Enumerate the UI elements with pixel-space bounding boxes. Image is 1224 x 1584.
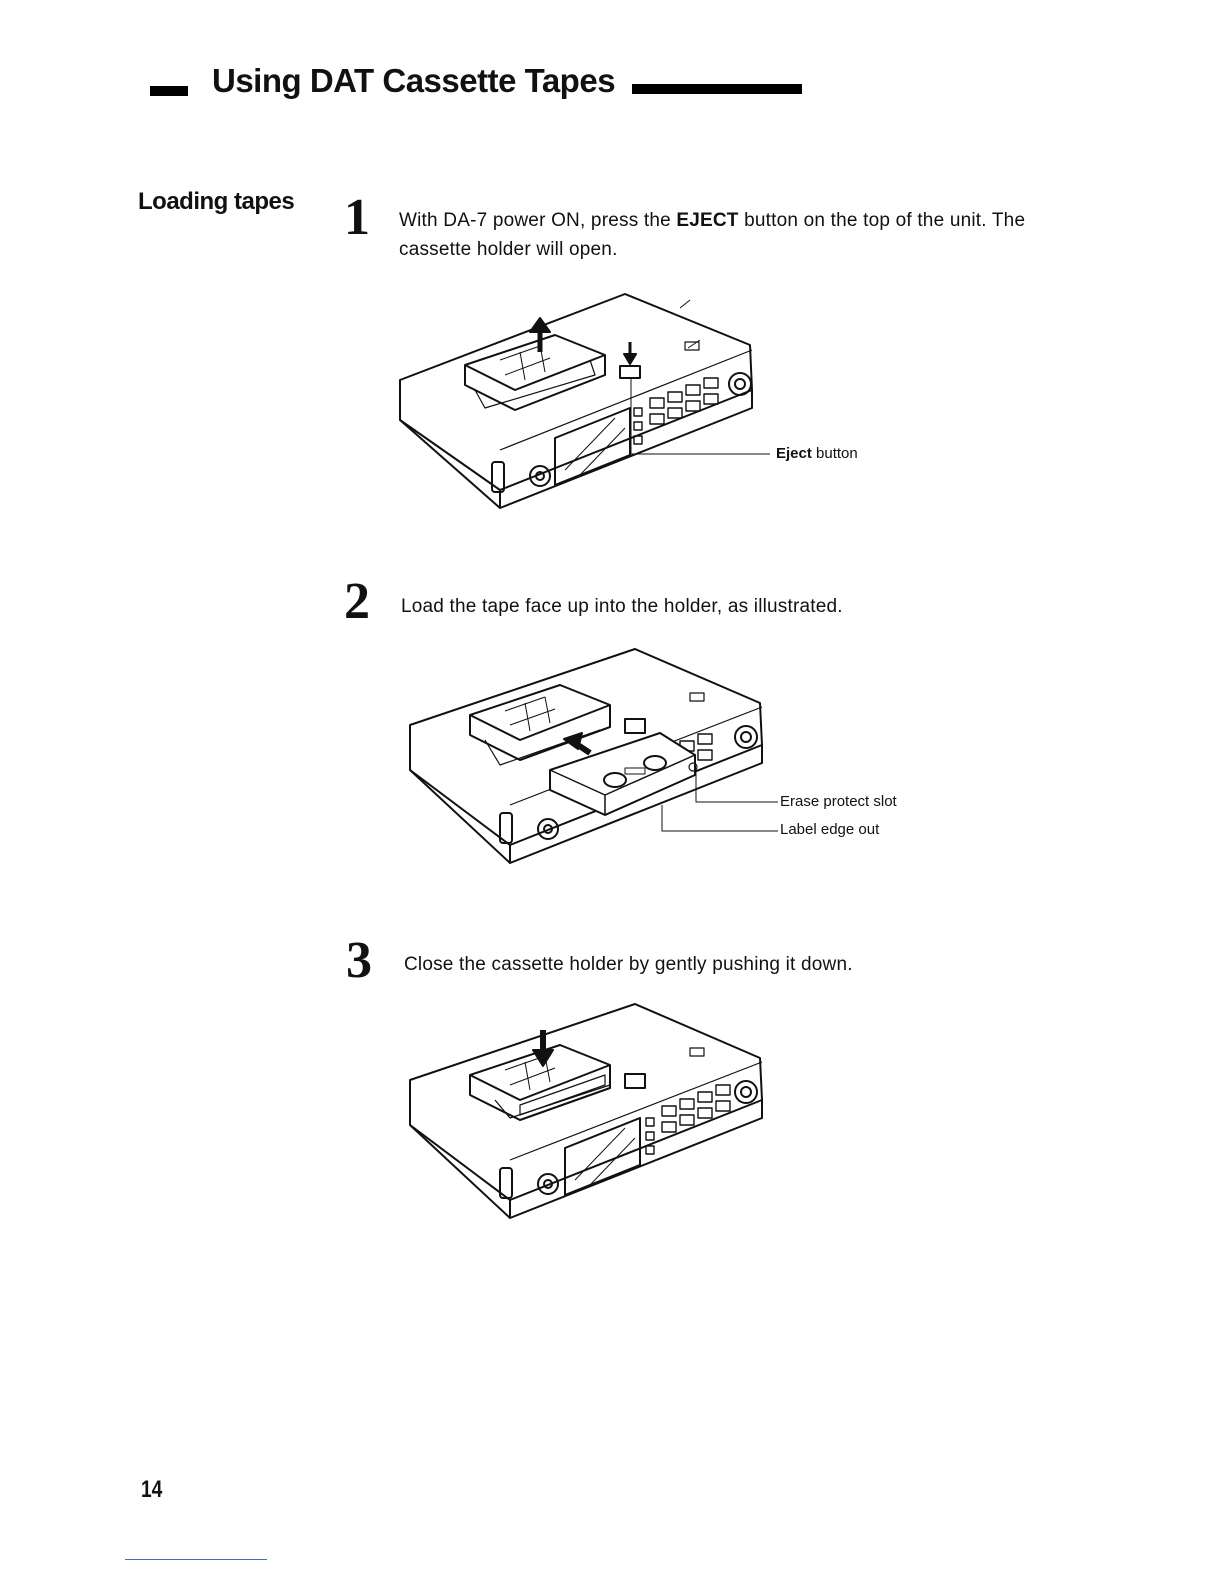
figure-eject xyxy=(399,293,770,509)
step-1-text-after: button on the top of the unit. The casse… xyxy=(399,210,1026,260)
title-rule-right xyxy=(632,84,802,94)
step-2-text: Load the tape face up into the holder, a… xyxy=(401,596,843,617)
figure-close-holder xyxy=(409,1003,763,1219)
callout-label-edge-out: Label edge out xyxy=(780,821,880,838)
step-1-text-before: With DA-7 power ON, press the xyxy=(399,210,677,231)
step-3-number: 3 xyxy=(346,932,372,989)
step-1-text: With DA-7 power ON, press the EJECT butt… xyxy=(399,206,1099,264)
step-1-number: 1 xyxy=(344,189,370,246)
step-3-text: Close the cassette holder by gently push… xyxy=(404,954,853,975)
footer-rule xyxy=(125,1559,267,1560)
callout-eject-button: Eject button xyxy=(776,445,858,462)
title-rule-left xyxy=(150,86,188,96)
callout-erase-protect-slot: Erase protect slot xyxy=(780,793,897,810)
step-2-number: 2 xyxy=(344,573,370,630)
callout-eject-bold: Eject xyxy=(776,445,812,462)
page-title: Using DAT Cassette Tapes xyxy=(212,62,616,99)
step-1-text-bold: EJECT xyxy=(676,210,739,231)
page-number: 14 xyxy=(141,1476,163,1503)
callout-eject-text: button xyxy=(811,445,858,462)
figure-load-tape xyxy=(409,648,778,864)
section-label: Loading tapes xyxy=(138,188,295,215)
